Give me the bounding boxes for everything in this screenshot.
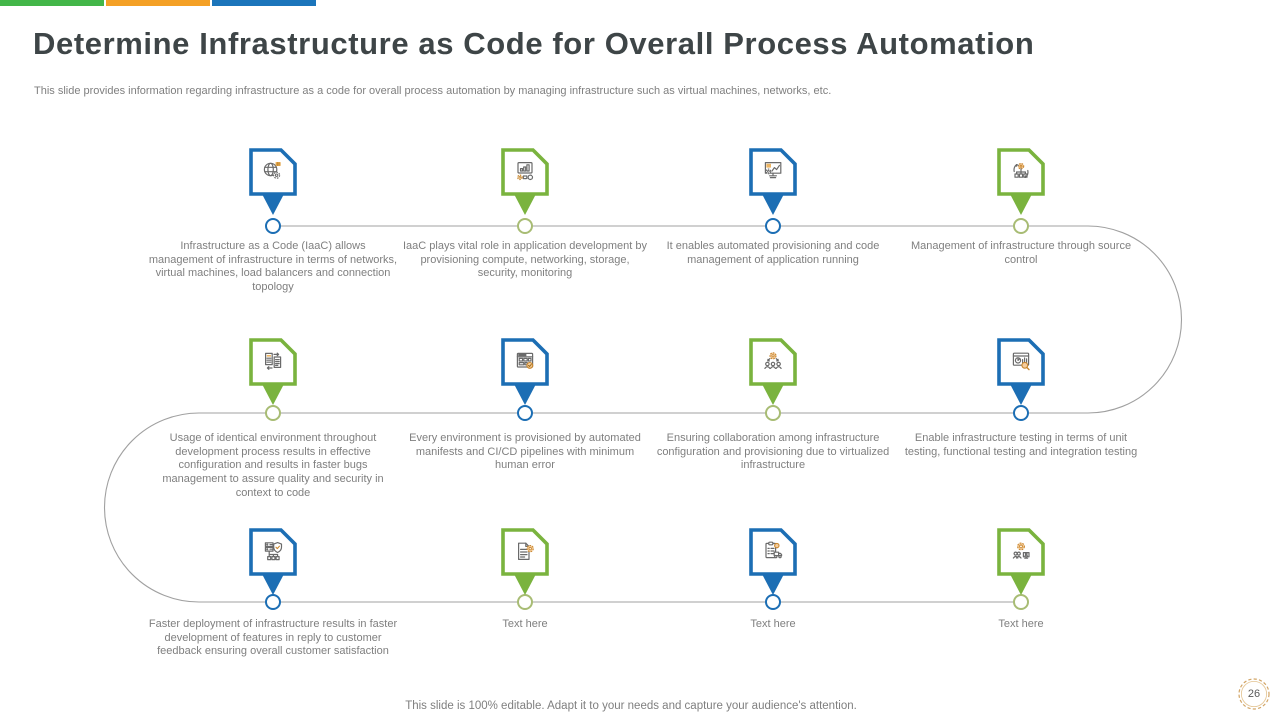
timeline-node-10: Text here xyxy=(400,528,650,632)
timeline-node-6: Every environment is provisioned by auto… xyxy=(400,338,650,473)
timeline-node-11: Text here xyxy=(648,528,898,632)
page-number: 26 xyxy=(1247,688,1261,700)
gear-team-icon xyxy=(1009,539,1033,563)
node-description: Management of infrastructure through sou… xyxy=(910,240,1132,266)
source-control-icon xyxy=(1009,159,1033,183)
timeline-node-9: Faster deployment of infrastructure resu… xyxy=(148,528,398,659)
page-subtitle: This slide provides information regardin… xyxy=(34,85,832,97)
pin-marker xyxy=(249,338,297,406)
pin-marker xyxy=(749,338,797,406)
node-description: Every environment is provisioned by auto… xyxy=(409,432,641,472)
brand-bar-blue xyxy=(212,0,316,6)
node-description: Usage of identical environment throughou… xyxy=(162,432,384,499)
team-gear-icon xyxy=(761,349,785,373)
node-description: Text here xyxy=(750,618,796,630)
brand-bars xyxy=(0,0,316,6)
node-description: Text here xyxy=(502,618,548,630)
timeline-node-3: It enables automated provisioning and co… xyxy=(648,148,898,267)
pin-marker xyxy=(749,528,797,596)
monitor-chart-icon xyxy=(761,159,785,183)
node-description: Enable infrastructure testing in terms o… xyxy=(904,432,1138,458)
scallop-seal-icon xyxy=(1238,678,1270,710)
timeline-node-4: Management of infrastructure through sou… xyxy=(896,148,1146,267)
pin-marker xyxy=(997,528,1045,596)
node-description: Text here xyxy=(998,618,1044,630)
timeline-node-8: Enable infrastructure testing in terms o… xyxy=(896,338,1146,459)
chart-settings-icon xyxy=(513,159,537,183)
node-description: Ensuring collaboration among infrastruct… xyxy=(656,432,890,472)
node-description: Faster deployment of infrastructure resu… xyxy=(148,618,398,658)
chart-search-icon xyxy=(1009,349,1033,373)
node-description: It enables automated provisioning and co… xyxy=(666,240,880,266)
brand-bar-green xyxy=(0,0,104,6)
pin-marker xyxy=(249,528,297,596)
pin-marker xyxy=(997,338,1045,406)
page-number-badge: 26 xyxy=(1237,677,1271,711)
document-sync-icon xyxy=(261,349,285,373)
node-description: Infrastructure as a Code (IaaC) allows m… xyxy=(148,240,398,293)
pin-marker xyxy=(501,528,549,596)
timeline-node-12: Text here xyxy=(896,528,1146,632)
server-shield-icon xyxy=(261,539,285,563)
pin-marker xyxy=(997,148,1045,216)
footer-note: This slide is 100% editable. Adapt it to… xyxy=(405,700,857,712)
pin-marker xyxy=(501,338,549,406)
node-description: IaaC plays vital role in application dev… xyxy=(403,240,647,280)
page-title: Determine Infrastructure as Code for Ove… xyxy=(33,26,1035,61)
clipboard-truck-icon xyxy=(761,539,785,563)
timeline-node-1: Infrastructure as a Code (IaaC) allows m… xyxy=(148,148,398,295)
timeline-node-7: Ensuring collaboration among infrastruct… xyxy=(648,338,898,473)
pin-marker xyxy=(749,148,797,216)
browser-check-icon xyxy=(513,349,537,373)
globe-gear-icon xyxy=(261,159,285,183)
pin-marker xyxy=(249,148,297,216)
timeline-node-5: Usage of identical environment throughou… xyxy=(148,338,398,500)
timeline-node-2: IaaC plays vital role in application dev… xyxy=(400,148,650,281)
brand-bar-orange xyxy=(106,0,210,6)
document-gear-icon xyxy=(513,539,537,563)
pin-marker xyxy=(501,148,549,216)
